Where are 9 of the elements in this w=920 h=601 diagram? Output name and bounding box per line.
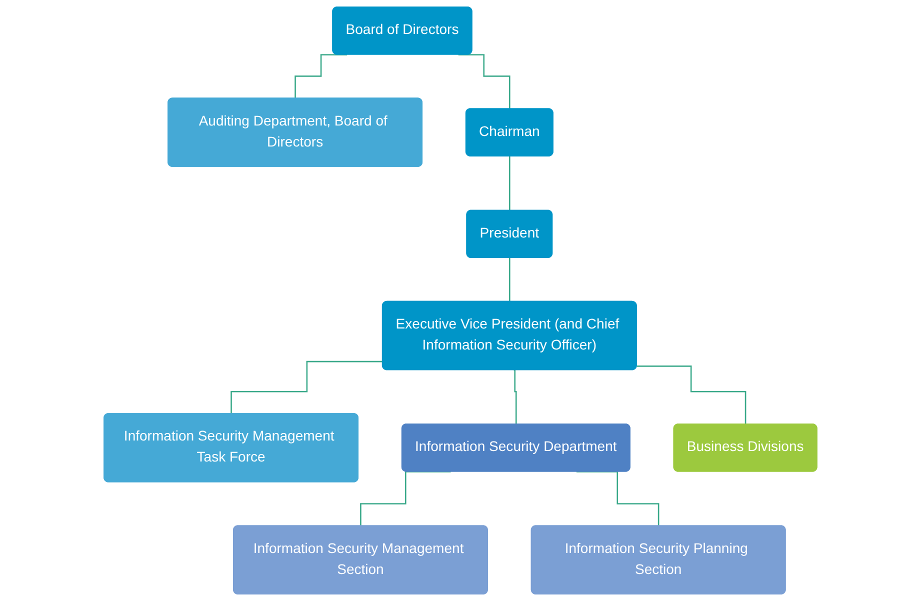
connector — [360, 471, 450, 527]
connector — [636, 366, 746, 426]
connector — [508, 257, 510, 302]
connector — [508, 156, 510, 212]
connector — [230, 360, 382, 415]
connector — [513, 369, 517, 426]
connector — [294, 54, 347, 100]
connector — [458, 54, 510, 110]
connector — [576, 471, 659, 527]
